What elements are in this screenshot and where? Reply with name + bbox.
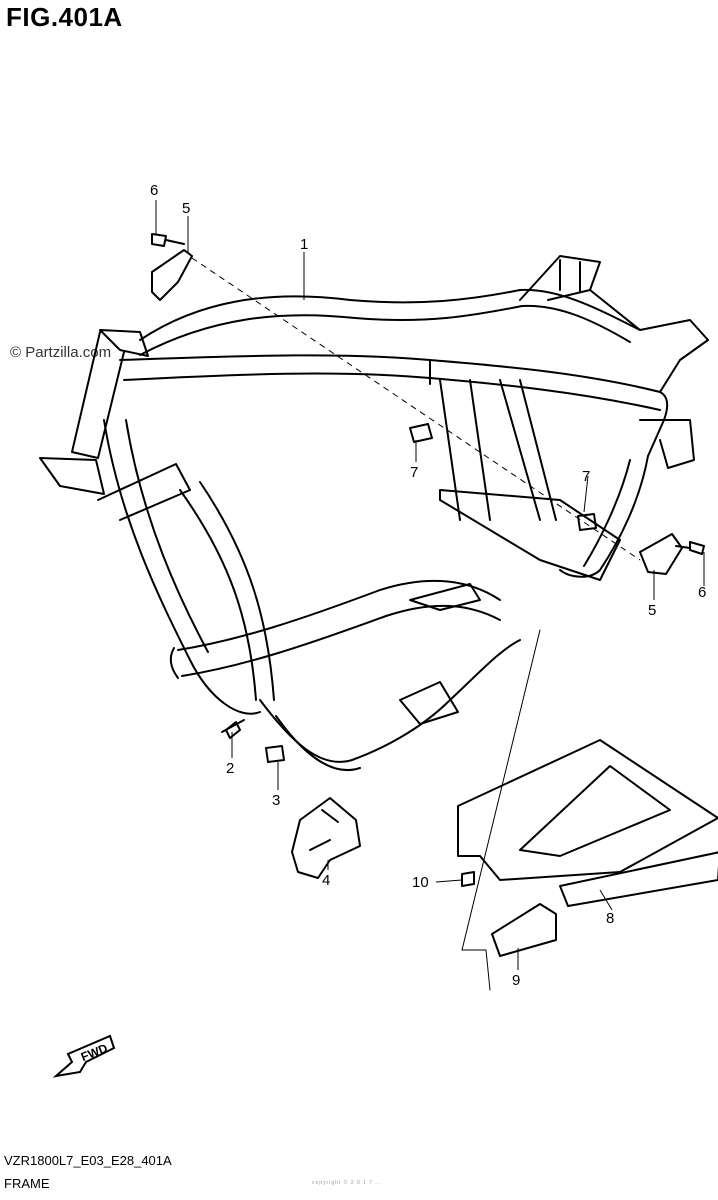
section-name: FRAME	[4, 1176, 50, 1191]
bolt-item-10	[461, 871, 475, 887]
callout-1: 1	[300, 236, 309, 253]
figure-title: FIG.401A	[6, 2, 123, 32]
bolt-item-6-top	[151, 233, 185, 247]
cover-item-9	[491, 903, 557, 957]
fwd-label: FWD	[79, 1041, 110, 1064]
callout-7-left: 7	[410, 464, 419, 481]
fwd-arrow-badge: FWD	[52, 1034, 116, 1078]
callout-6-right: 6	[698, 584, 707, 601]
frame-rear-section	[409, 255, 709, 611]
callout-3: 3	[272, 792, 281, 809]
callout-6-top: 6	[150, 182, 159, 199]
watermark: © Partzilla.com	[10, 344, 112, 361]
frame-main-tube	[119, 288, 669, 457]
diagram-reference-code: VZR1800L7_E03_E28_401A	[4, 1153, 172, 1168]
bolt-item-6-right	[675, 541, 705, 555]
grommet-item-7-right	[577, 513, 597, 531]
bracket-item-4	[291, 797, 361, 879]
callout-4: 4	[322, 872, 331, 889]
callout-5-top: 5	[182, 200, 191, 217]
bolt-item-2	[221, 719, 245, 739]
section-boundary	[461, 629, 541, 991]
alignment-line	[191, 257, 641, 561]
callout-9: 9	[512, 972, 521, 989]
callout-8: 8	[606, 910, 615, 927]
nut-item-3	[265, 745, 285, 763]
callout-10: 10	[412, 874, 429, 891]
callout-7-right: 7	[582, 468, 591, 485]
callout-2: 2	[226, 760, 235, 777]
frame-cradle	[169, 579, 521, 771]
bracket-item-5-top	[151, 249, 193, 301]
fine-print: copyright © 2 0 1 7 ...	[312, 1180, 383, 1186]
frame-down-tube	[97, 419, 275, 715]
steering-head	[39, 329, 149, 495]
cover-item-8	[457, 739, 718, 907]
grommet-item-7-left	[409, 423, 433, 443]
callout-5-right: 5	[648, 602, 657, 619]
bracket-item-5-right	[639, 533, 683, 575]
